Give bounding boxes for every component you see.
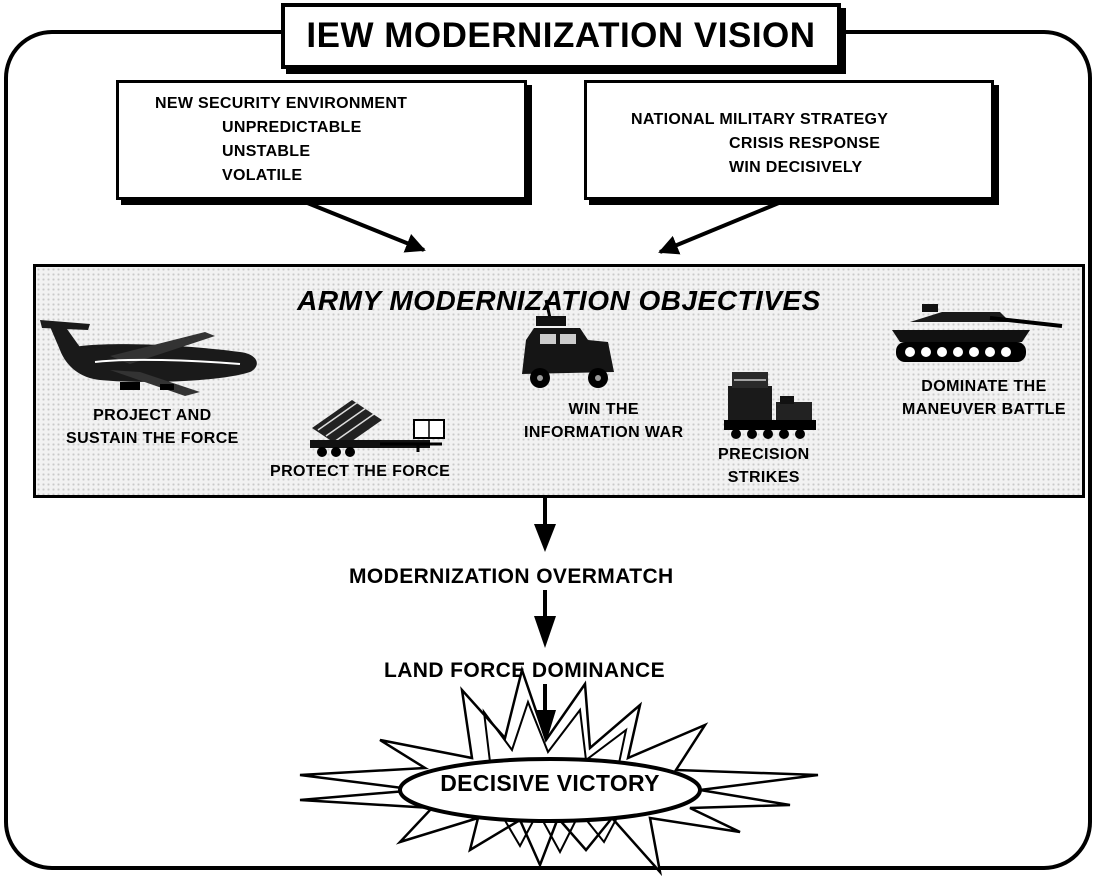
- objective-label-line: SUSTAIN THE FORCE: [66, 430, 239, 447]
- tank-icon: [892, 304, 1063, 362]
- security-environment-heading: NEW SECURITY ENVIRONMENT: [155, 95, 408, 112]
- objective-label-precision: PRECISION STRIKES: [718, 443, 810, 489]
- objective-label-line: DOMINATE THE: [921, 378, 1047, 395]
- security-environment-line: VOLATILE: [222, 167, 303, 184]
- objective-label-line: PROJECT AND: [93, 407, 212, 424]
- humvee-icon: [522, 299, 614, 388]
- military-strategy-line: WIN DECISIVELY: [729, 159, 863, 176]
- decisive-victory-ellipse: [398, 757, 702, 823]
- objective-label-line: STRIKES: [727, 469, 800, 486]
- security-environment-line: UNPREDICTABLE: [222, 119, 362, 136]
- arrow-down-1: [534, 498, 556, 552]
- flow-step-overmatch: MODERNIZATION OVERMATCH: [349, 565, 674, 588]
- security-environment-line: UNSTABLE: [222, 143, 311, 160]
- flow-step-dominance: LAND FORCE DOMINANCE: [384, 659, 665, 682]
- decisive-victory-label: DECISIVE VICTORY: [440, 770, 660, 796]
- security-environment-box: NEW SECURITY ENVIRONMENT UNPREDICTABLE U…: [116, 80, 527, 200]
- military-strategy-box: NATIONAL MILITARY STRATEGY CRISIS RESPON…: [584, 80, 994, 200]
- objective-label-line: PROTECT THE FORCE: [270, 463, 451, 480]
- arrow-left-to-objectives: [299, 198, 426, 253]
- objective-label-information: WIN THE INFORMATION WAR: [524, 398, 683, 444]
- objective-label-line: PRECISION: [718, 446, 810, 463]
- page-title: IEW MODERNIZATION VISION: [306, 16, 816, 55]
- objective-label-line: MANEUVER BATTLE: [902, 401, 1066, 418]
- military-strategy-line: CRISIS RESPONSE: [729, 135, 881, 152]
- objective-label-line: WIN THE: [568, 401, 639, 418]
- objective-label-line: INFORMATION WAR: [524, 424, 684, 441]
- rocket-launcher-icon: [724, 372, 816, 439]
- missile-launcher-icon: [310, 400, 445, 457]
- objective-label-project: PROJECT AND SUSTAIN THE FORCE: [66, 404, 239, 450]
- military-strategy-heading: NATIONAL MILITARY STRATEGY: [631, 111, 889, 128]
- objectives-panel: ARMY MODERNIZATION OBJECTIVES: [33, 264, 1085, 498]
- cargo-plane-icon: [40, 320, 257, 396]
- arrow-right-to-objectives: [658, 198, 787, 255]
- objectives-title: ARMY MODERNIZATION OBJECTIVES: [297, 285, 821, 316]
- arrow-down-2: [534, 590, 556, 648]
- title-box: IEW MODERNIZATION VISION: [281, 3, 841, 69]
- objective-label-protect: PROTECT THE FORCE: [270, 460, 450, 483]
- objective-label-maneuver: DOMINATE THE MANEUVER BATTLE: [902, 375, 1066, 421]
